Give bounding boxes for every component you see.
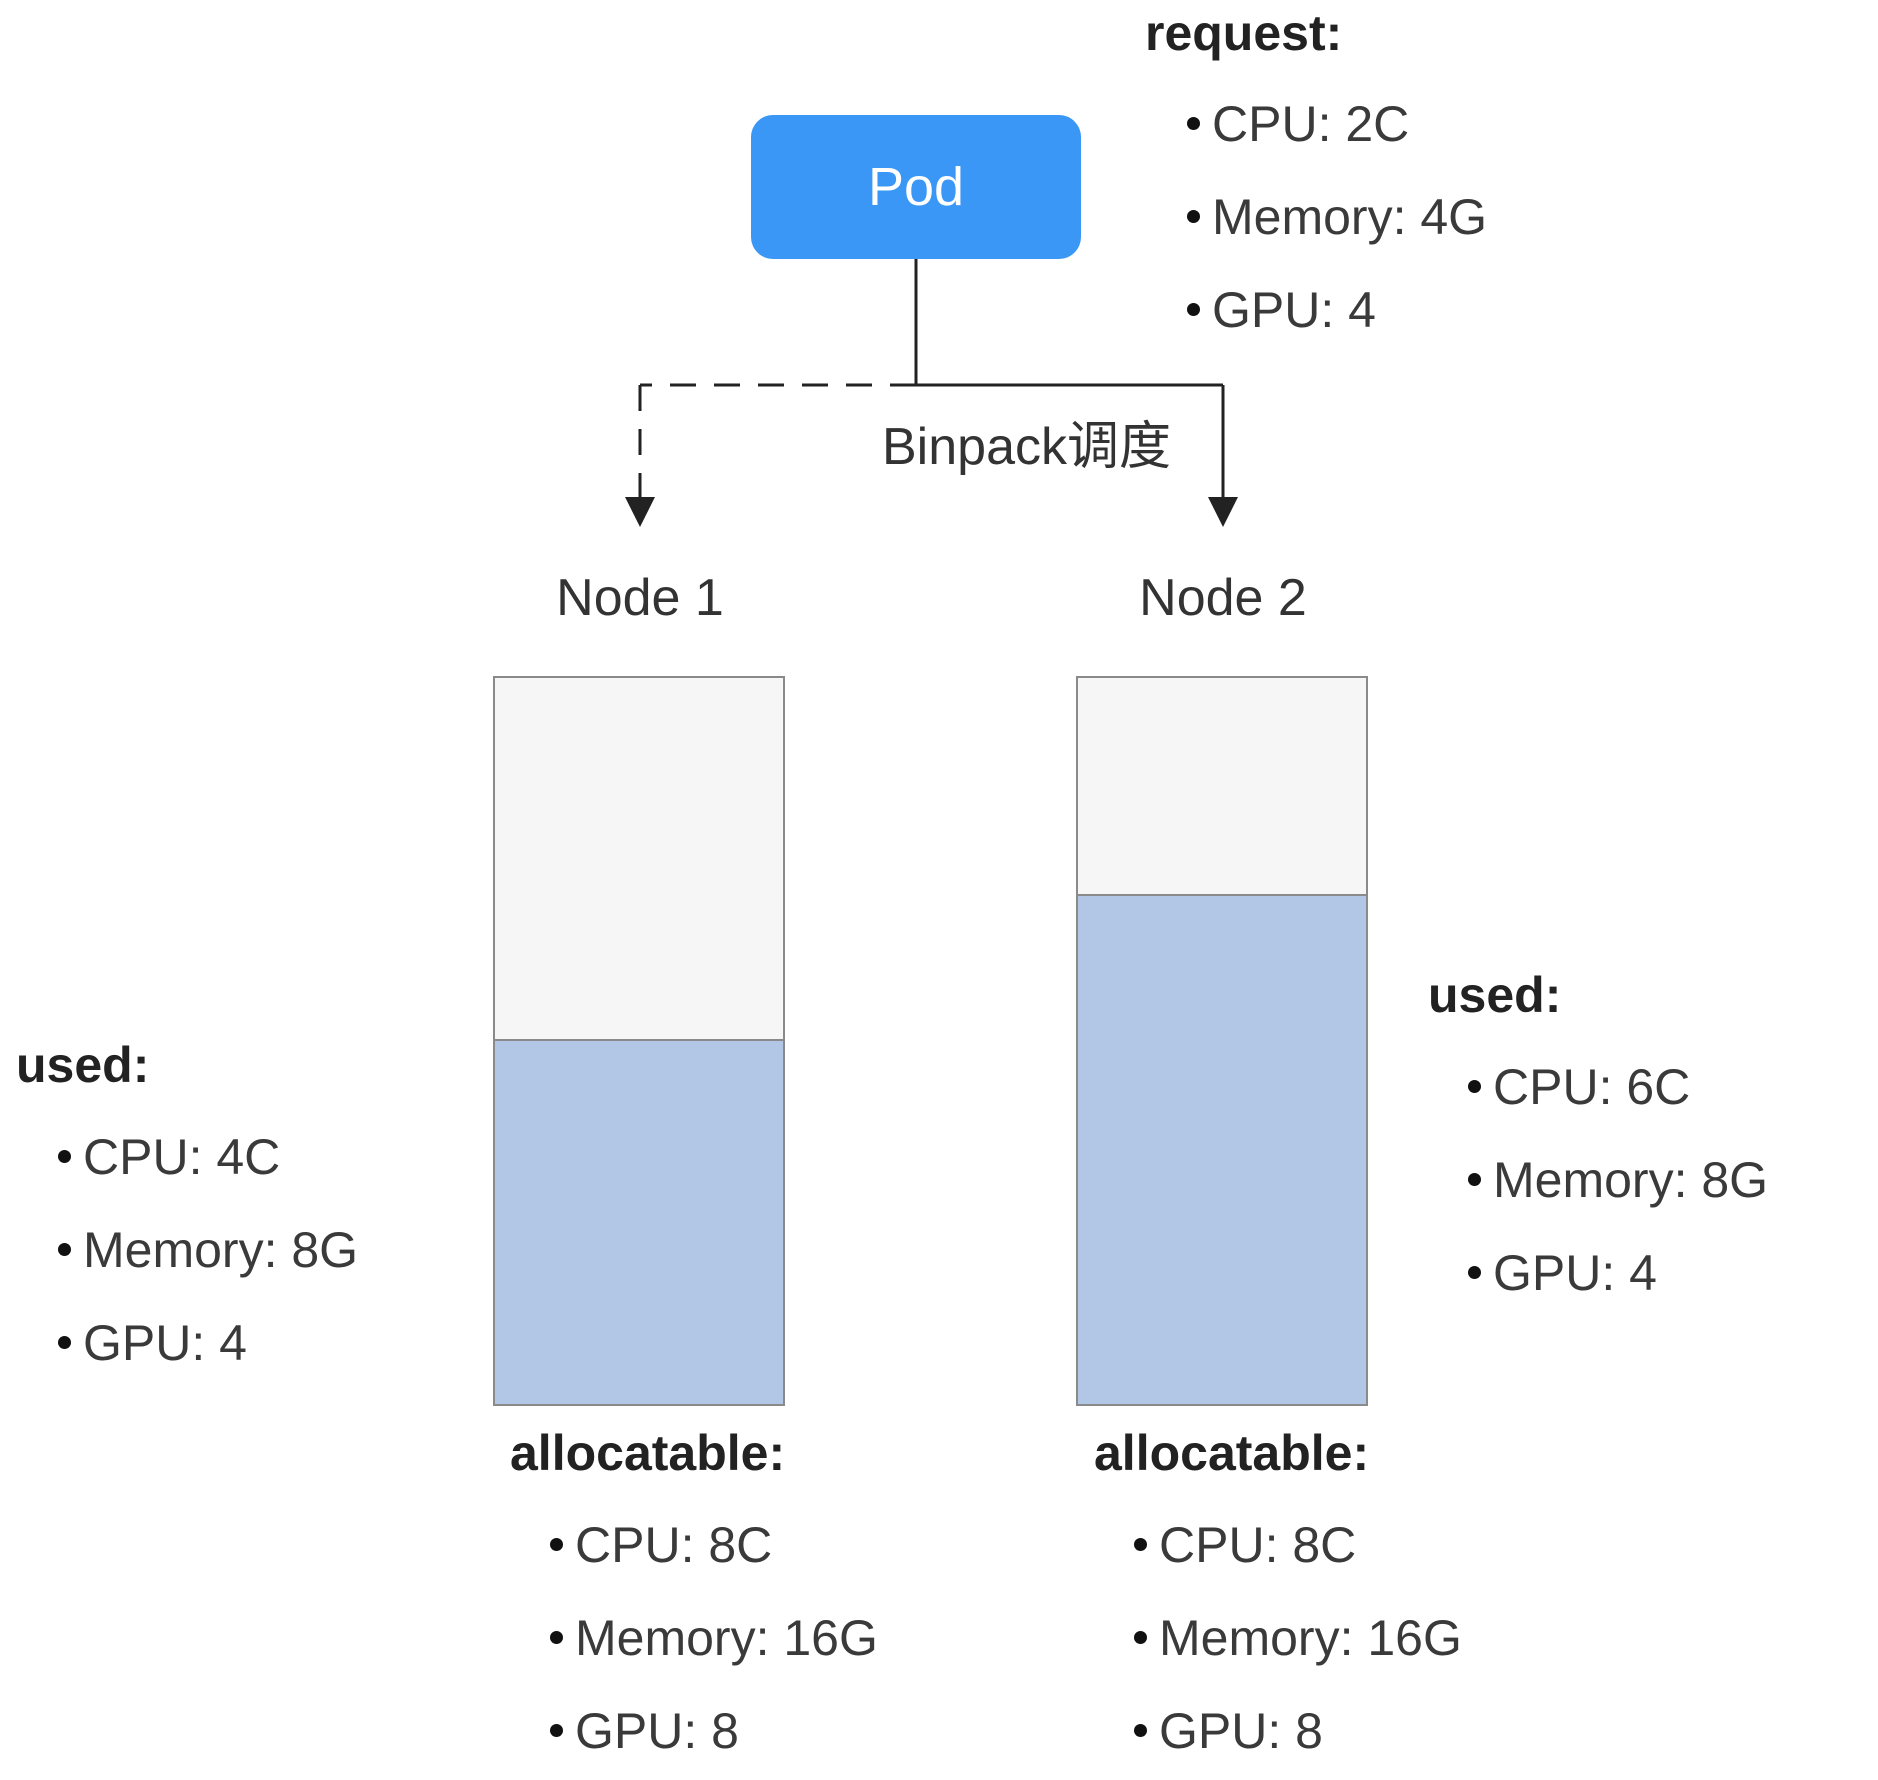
node2-alloc-memory: Memory: 16G <box>1134 1592 1462 1685</box>
node1-capacity-bar <box>493 676 785 1406</box>
request-item-memory: Memory: 4G <box>1187 171 1487 264</box>
request-memory-name: Memory <box>1212 189 1393 245</box>
node1-used-fill <box>495 1039 783 1404</box>
bullet-dot <box>1187 303 1200 317</box>
bullet-dot <box>550 1724 563 1738</box>
request-cpu-name: CPU <box>1212 96 1318 152</box>
pod-box: Pod <box>751 115 1081 259</box>
bullet-dot <box>1134 1724 1147 1738</box>
bullet-dot <box>1134 1538 1147 1552</box>
request-gpu-value: 4 <box>1348 282 1376 338</box>
node1-used-heading: used: <box>16 1037 150 1093</box>
node2-alloc-cpu: CPU: 8C <box>1134 1499 1462 1592</box>
bullet-dot <box>1134 1631 1147 1645</box>
resource-value: 8G <box>1701 1152 1769 1208</box>
binpack-edge-label: Binpack调度 <box>882 418 1171 476</box>
resource-name: GPU <box>575 1703 684 1759</box>
resource-name: Memory <box>575 1610 756 1666</box>
node2-allocatable-heading: allocatable: <box>1094 1425 1370 1481</box>
node1-used-list: CPU: 4C Memory: 8G GPU: 4 <box>58 1111 358 1390</box>
resource-name: Memory <box>83 1222 264 1278</box>
bullet-dot <box>1468 1266 1481 1280</box>
node1-used-gpu: GPU: 4 <box>58 1297 358 1390</box>
bullet-dot <box>1187 117 1200 131</box>
request-gpu-name: GPU <box>1212 282 1321 338</box>
node2-used-list: CPU: 6C Memory: 8G GPU: 4 <box>1468 1041 1768 1320</box>
resource-value: 16G <box>1367 1610 1462 1666</box>
node2-capacity-bar <box>1076 676 1368 1406</box>
node2-used-memory: Memory: 8G <box>1468 1134 1768 1227</box>
request-heading: request: <box>1145 5 1343 61</box>
resource-name: Memory <box>1159 1610 1340 1666</box>
resource-value: 16G <box>783 1610 878 1666</box>
resource-value: 8C <box>708 1517 773 1573</box>
request-list: CPU: 2C Memory: 4G GPU: 4 <box>1187 78 1487 357</box>
resource-value: 8G <box>291 1222 359 1278</box>
node1-used-memory: Memory: 8G <box>58 1204 358 1297</box>
resource-name: GPU <box>1493 1245 1602 1301</box>
bullet-dot <box>58 1150 71 1164</box>
bullet-dot <box>58 1336 71 1350</box>
resource-name: CPU <box>1493 1059 1599 1115</box>
node1-alloc-memory: Memory: 16G <box>550 1592 878 1685</box>
node2-alloc-gpu: GPU: 8 <box>1134 1685 1462 1778</box>
request-item-cpu: CPU: 2C <box>1187 78 1487 171</box>
resource-value: 4C <box>216 1129 281 1185</box>
resource-name: Memory <box>1493 1152 1674 1208</box>
resource-name: GPU <box>83 1315 192 1371</box>
bullet-dot <box>1468 1080 1481 1094</box>
bullet-dot <box>58 1243 71 1257</box>
node1-allocatable-heading: allocatable: <box>510 1425 786 1481</box>
request-cpu-value: 2C <box>1345 96 1410 152</box>
node2-used-heading: used: <box>1428 967 1562 1023</box>
pod-label: Pod <box>867 157 965 217</box>
resource-value: 8C <box>1292 1517 1357 1573</box>
bullet-dot <box>1187 210 1200 224</box>
resource-value: 8 <box>1295 1703 1323 1759</box>
resource-name: GPU <box>1159 1703 1268 1759</box>
resource-value: 4 <box>219 1315 247 1371</box>
node1-used-cpu: CPU: 4C <box>58 1111 358 1204</box>
bullet-dot <box>550 1538 563 1552</box>
resource-value: 6C <box>1626 1059 1691 1115</box>
resource-name: CPU <box>83 1129 189 1185</box>
node2-used-fill <box>1078 893 1366 1404</box>
resource-name: CPU <box>1159 1517 1265 1573</box>
resource-value: 8 <box>711 1703 739 1759</box>
node1-alloc-cpu: CPU: 8C <box>550 1499 878 1592</box>
node2-title: Node 2 <box>1139 569 1307 627</box>
bullet-dot <box>1468 1173 1481 1187</box>
node2-used-cpu: CPU: 6C <box>1468 1041 1768 1134</box>
request-item-gpu: GPU: 4 <box>1187 264 1487 357</box>
request-memory-value: 4G <box>1420 189 1488 245</box>
resource-value: 4 <box>1629 1245 1657 1301</box>
bullet-dot <box>550 1631 563 1645</box>
node2-used-gpu: GPU: 4 <box>1468 1227 1768 1320</box>
node1-title: Node 1 <box>556 569 724 627</box>
node2-allocatable-list: CPU: 8C Memory: 16G GPU: 8 <box>1134 1499 1462 1778</box>
node1-alloc-gpu: GPU: 8 <box>550 1685 878 1778</box>
node1-allocatable-list: CPU: 8C Memory: 16G GPU: 8 <box>550 1499 878 1778</box>
resource-name: CPU <box>575 1517 681 1573</box>
